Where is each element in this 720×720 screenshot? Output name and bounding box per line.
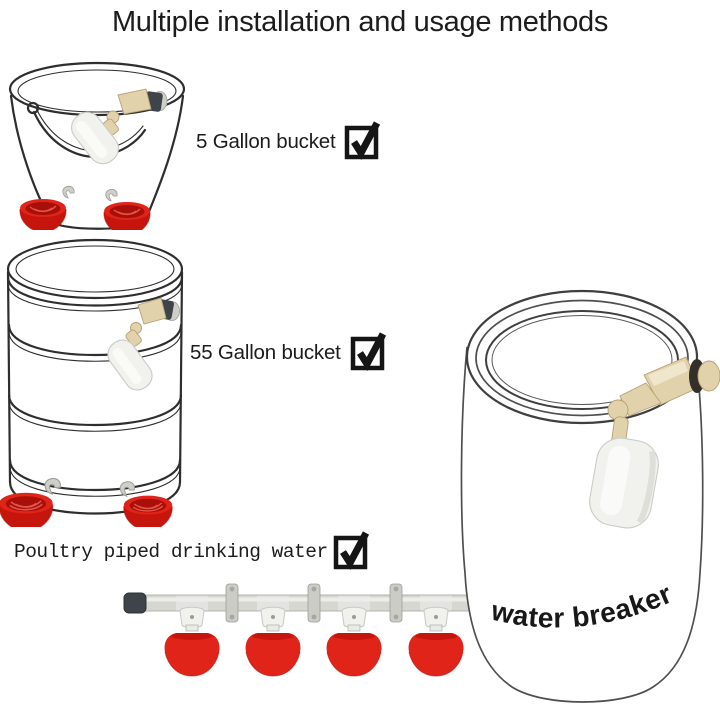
checkmark-icon — [350, 332, 386, 371]
float — [107, 339, 153, 391]
drinker-cup — [0, 492, 54, 527]
float-valve — [589, 356, 720, 529]
saddle-fitting — [341, 606, 367, 632]
drinker-cup — [245, 632, 301, 677]
method-label: Poultry piped drinking water — [14, 541, 328, 563]
saddle-fitting — [179, 606, 205, 632]
saddle-fitting — [260, 606, 286, 632]
mounting-clip — [62, 185, 75, 199]
method-label: 55 Gallon bucket — [190, 341, 341, 364]
pipe-clamp — [225, 583, 239, 623]
float — [71, 111, 119, 165]
float-valve — [71, 88, 168, 165]
float-valve — [107, 297, 180, 391]
drinker-cup — [326, 632, 382, 677]
water-pipe — [123, 592, 471, 614]
mounting-clip — [44, 477, 61, 496]
drinker-cup — [164, 632, 220, 677]
drinker-cup — [103, 202, 151, 230]
mounting-clip — [119, 481, 135, 498]
five-gallon-bucket-illustration — [5, 50, 185, 230]
checkmark-icon — [333, 531, 369, 570]
checkbox-checked[interactable] — [332, 530, 370, 574]
pipe-end-cap — [123, 592, 147, 614]
method-item: Poultry piped drinking water — [14, 530, 370, 574]
drinker-cup — [19, 199, 67, 230]
method-item: 5 Gallon bucket — [196, 120, 381, 164]
tank-outline — [460, 338, 704, 703]
pipe-clamp — [307, 583, 321, 623]
method-label: 5 Gallon bucket — [196, 130, 336, 153]
water-breaker-illustration: water breaker — [448, 283, 720, 713]
drum-illustration — [0, 232, 195, 527]
saddle-fitting — [423, 606, 449, 632]
drinker-cup — [123, 495, 173, 527]
checkmark-icon — [345, 121, 381, 160]
pipe-illustration — [118, 583, 473, 698]
page-title: Multiple installation and usage methods — [111, 6, 609, 38]
method-item: 55 Gallon bucket — [190, 331, 387, 375]
float — [589, 437, 659, 529]
mounting-clip — [105, 188, 118, 202]
pipe-clamp — [389, 583, 403, 623]
drum-outline — [6, 238, 184, 515]
checkbox-checked[interactable] — [349, 331, 387, 375]
checkbox-checked[interactable] — [343, 120, 381, 164]
